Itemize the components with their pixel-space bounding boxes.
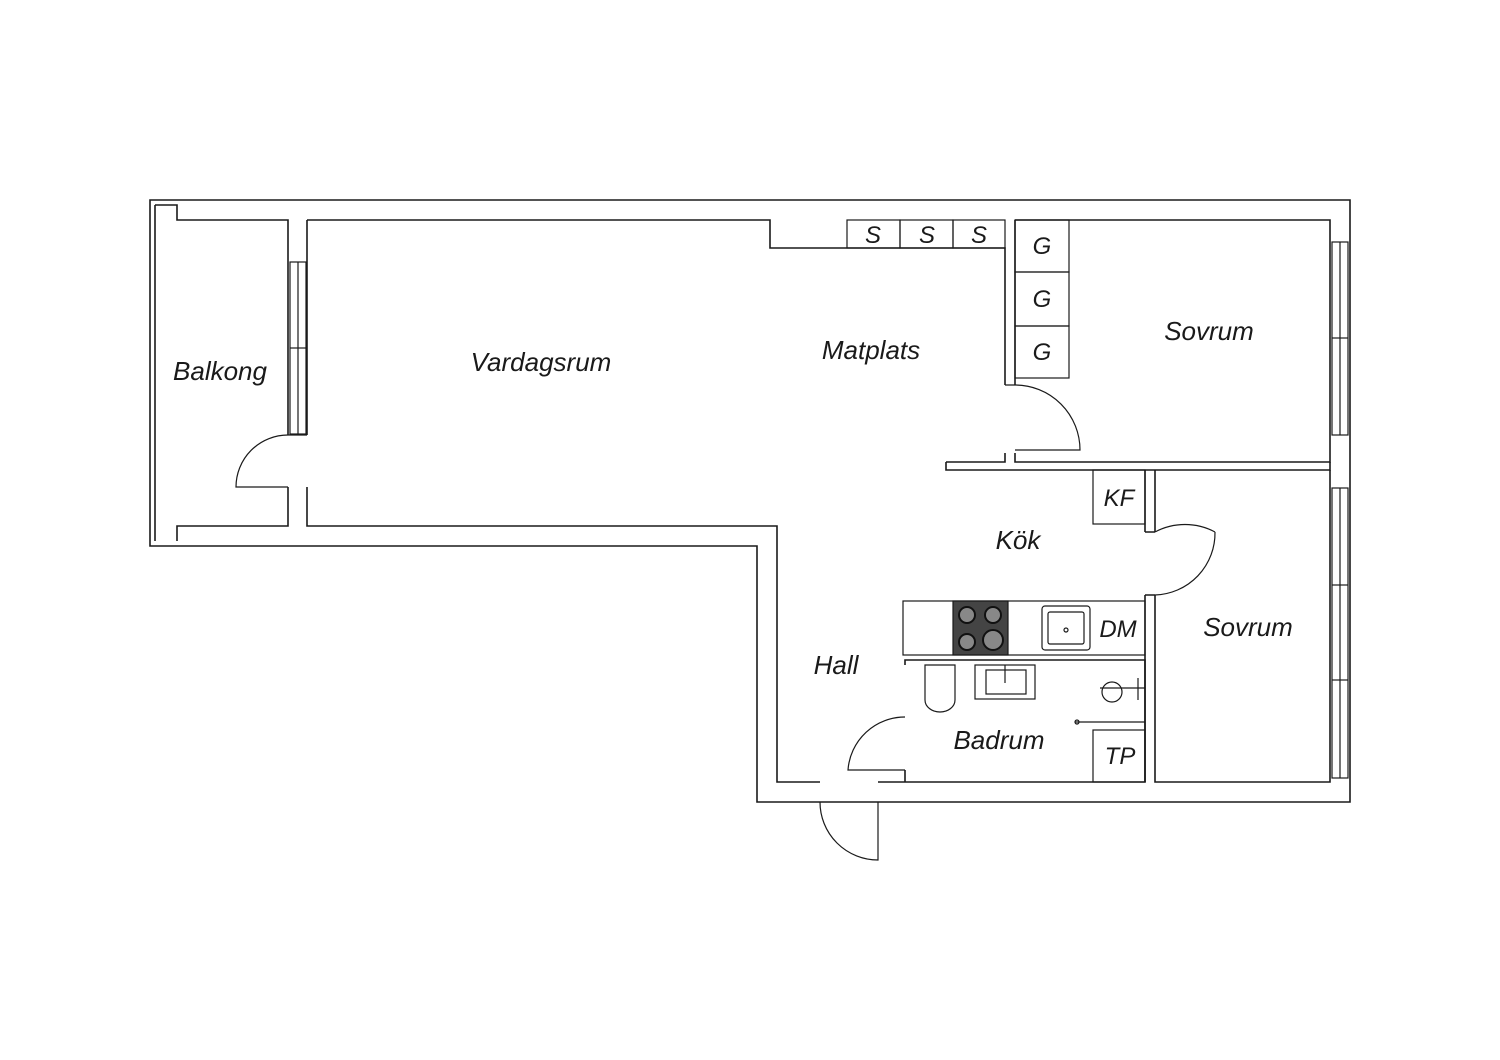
door-entrance	[819, 801, 879, 861]
storage-label: S	[919, 222, 935, 249]
inner-wall	[306, 219, 1146, 783]
room-label-sovrum-1: Sovrum	[1164, 316, 1254, 346]
room-label-hall: Hall	[814, 650, 860, 680]
outer-wall	[149, 199, 1351, 803]
storage-label: S	[865, 222, 881, 249]
wardrobe-label: G	[1033, 339, 1052, 366]
kitchen-counter	[902, 600, 1146, 656]
wardrobe-label: G	[1033, 286, 1052, 313]
shower-icon	[1074, 678, 1145, 725]
storage-label: S	[971, 222, 987, 249]
kitchen-sink-icon	[1041, 605, 1091, 651]
stove-icon	[952, 600, 1009, 656]
room-label-sovrum-2: Sovrum	[1203, 612, 1293, 642]
balcony-wall	[154, 204, 289, 541]
door-bathroom	[847, 716, 906, 771]
door-balcony	[235, 434, 307, 488]
dishwasher-label: DM	[1099, 616, 1136, 643]
room-label-balkong: Balkong	[173, 356, 267, 386]
door-bedroom-1	[1005, 384, 1081, 451]
fridge-label: KF	[1104, 485, 1136, 512]
room-label-kok: Kök	[996, 525, 1043, 555]
bathroom-sink-icon	[974, 664, 1036, 700]
wardrobes	[1014, 219, 1070, 379]
room-label-badrum: Badrum	[953, 725, 1044, 755]
room-label-matplats: Matplats	[822, 335, 920, 365]
fridge-box	[1092, 469, 1146, 525]
room-label-vardagsrum: Vardagsrum	[471, 347, 612, 377]
door-bedroom-2	[1154, 523, 1216, 596]
washer-box	[1092, 729, 1146, 783]
wardrobe-label: G	[1033, 233, 1052, 260]
window-bedroom-1	[1331, 241, 1349, 436]
storage-cabinets	[846, 219, 1006, 249]
window-bedroom-2	[1331, 487, 1349, 779]
toilet-icon	[924, 664, 956, 713]
washer-label: TP	[1105, 743, 1136, 770]
window-balcony	[289, 261, 307, 435]
